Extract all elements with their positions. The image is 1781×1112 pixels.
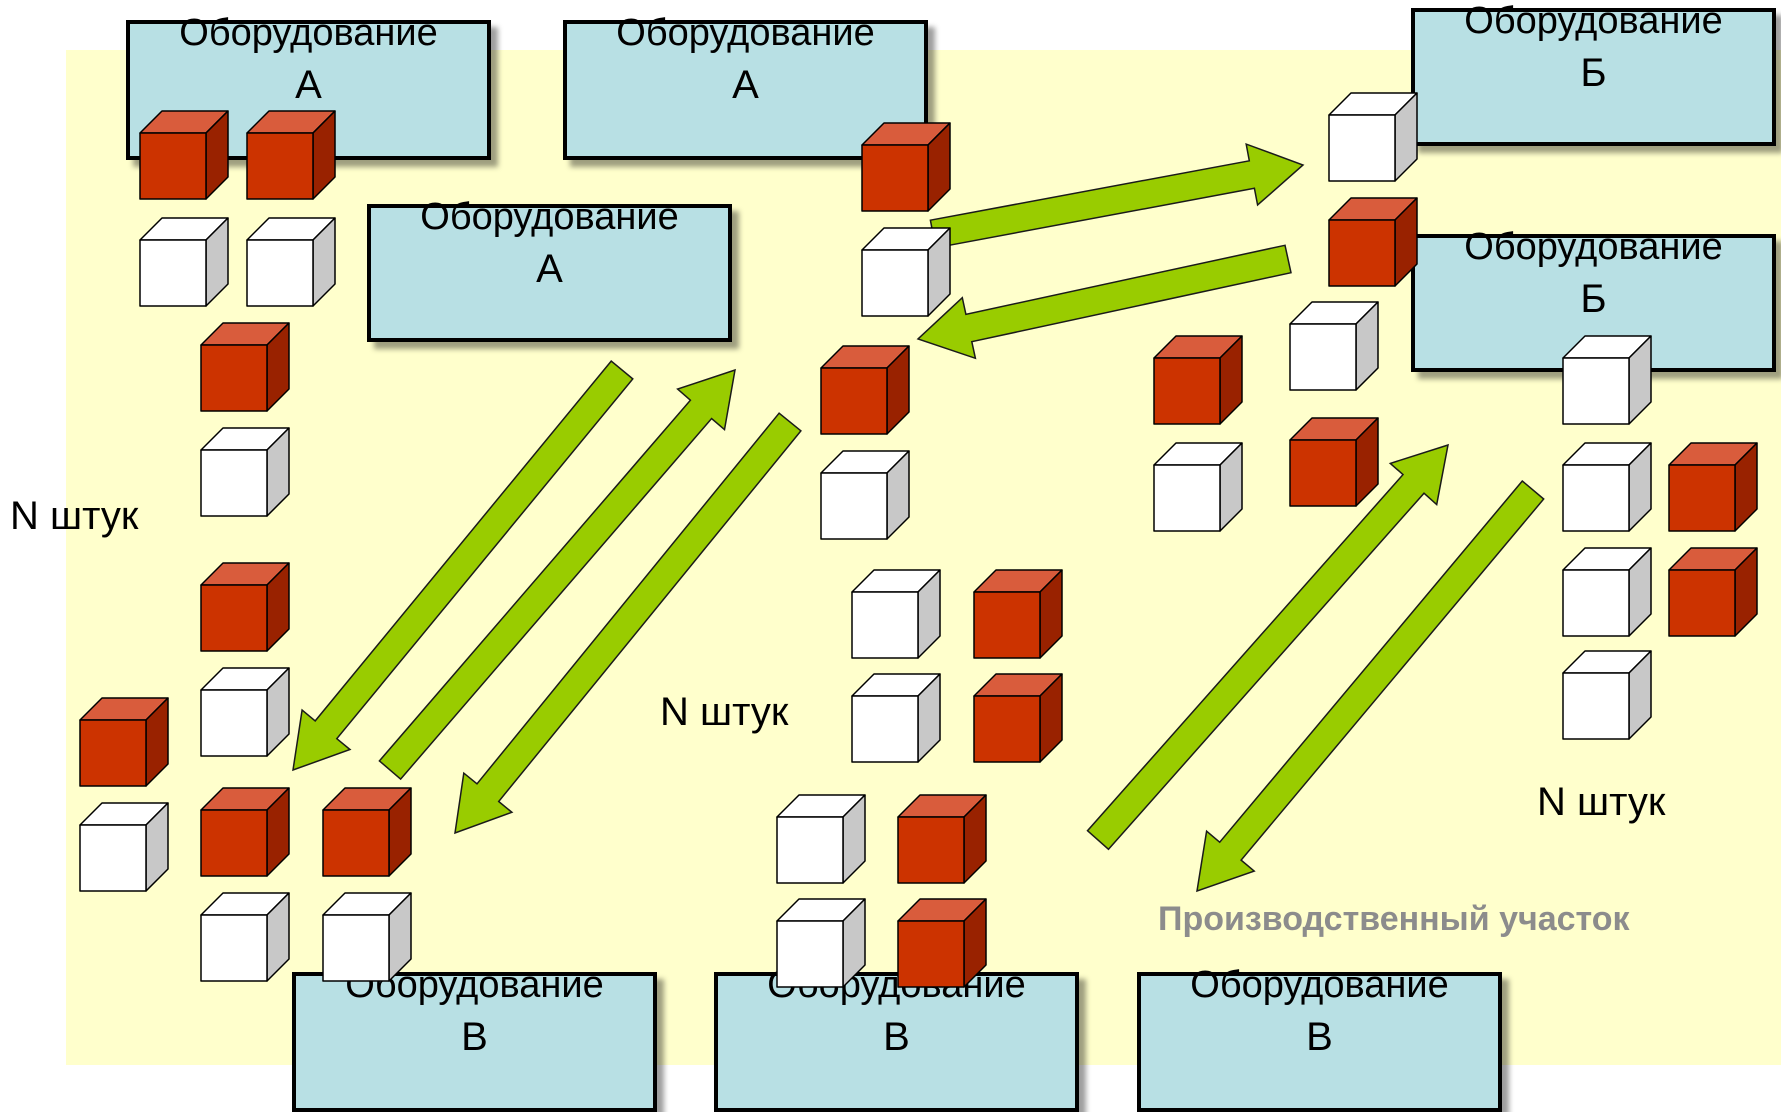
- white-cube-3: [139, 217, 229, 307]
- batch-label-2: N штук: [660, 690, 789, 734]
- white-cube-29: [1289, 301, 1379, 391]
- white-cube-28: [1328, 92, 1418, 182]
- red-cube-7: [200, 562, 290, 652]
- white-cube-4: [246, 217, 336, 307]
- equipment-letter: В: [461, 1015, 488, 1059]
- equipment-letter: Б: [1580, 277, 1607, 321]
- white-cube-14: [322, 892, 412, 982]
- equipment-name: Оборудование: [1190, 964, 1449, 1006]
- red-cube-30: [1289, 417, 1379, 507]
- equipment-letter: А: [732, 63, 759, 107]
- equipment-letter: А: [536, 247, 563, 291]
- batch-label-3: N штук: [1537, 780, 1666, 824]
- equipment-letter: В: [1306, 1015, 1333, 1059]
- white-cube-23: [776, 794, 866, 884]
- equipment-b-2: Оборудование Б: [1411, 226, 1776, 372]
- production-area-label: Производственный участок: [1158, 900, 1630, 938]
- equipment-a-3: Оборудование А: [367, 196, 732, 342]
- white-cube-19: [851, 569, 941, 659]
- equipment-v-1: Оборудование В: [292, 964, 657, 1112]
- red-cube-11: [200, 787, 290, 877]
- equipment-a-2: Оборудование А: [563, 12, 928, 160]
- red-cube-37: [1668, 547, 1758, 637]
- red-cube-24: [897, 794, 987, 884]
- white-cube-25: [776, 898, 866, 988]
- red-cube-31: [1153, 335, 1243, 425]
- red-cube-12: [322, 787, 412, 877]
- equipment-name: Оборудование: [616, 12, 875, 54]
- red-cube-27: [1328, 197, 1418, 287]
- red-cube-5: [200, 322, 290, 412]
- flow-arrow-1: [929, 142, 1305, 249]
- white-cube-33: [1562, 335, 1652, 425]
- equipment-b-1: Оборудование Б: [1411, 0, 1776, 146]
- white-cube-8: [200, 667, 290, 757]
- red-cube-35: [1668, 442, 1758, 532]
- equipment-letter: Б: [1580, 51, 1607, 95]
- white-cube-13: [200, 892, 290, 982]
- flow-arrow-6: [1086, 443, 1449, 851]
- red-cube-1: [139, 110, 229, 200]
- red-cube-2: [246, 110, 336, 200]
- white-cube-21: [851, 673, 941, 763]
- flow-arrow-4: [378, 368, 736, 781]
- batch-label-1: N штук: [10, 494, 139, 538]
- white-cube-10: [79, 802, 169, 892]
- white-cube-36: [1562, 547, 1652, 637]
- equipment-name: Оборудование: [1464, 226, 1723, 268]
- equipment-v-3: Оборудование В: [1137, 964, 1502, 1112]
- equipment-name: Оборудование: [420, 196, 679, 238]
- equipment-name: Оборудование: [179, 12, 438, 54]
- red-cube-20: [973, 569, 1063, 659]
- equipment-name: Оборудование: [1464, 0, 1723, 42]
- equipment-v-2: Оборудование В: [714, 964, 1079, 1112]
- white-cube-34: [1562, 442, 1652, 532]
- white-cube-38: [1562, 650, 1652, 740]
- red-cube-26: [897, 898, 987, 988]
- white-cube-18: [820, 450, 910, 540]
- equipment-letter: В: [883, 1015, 910, 1059]
- flow-arrow-7: [1196, 479, 1545, 893]
- red-cube-9: [79, 697, 169, 787]
- red-cube-22: [973, 673, 1063, 763]
- equipment-letter: А: [295, 63, 322, 107]
- flow-arrow-2: [916, 244, 1292, 360]
- white-cube-16: [861, 227, 951, 317]
- red-cube-17: [820, 345, 910, 435]
- white-cube-32: [1153, 442, 1243, 532]
- white-cube-6: [200, 427, 290, 517]
- red-cube-15: [861, 122, 951, 212]
- flow-arrow-5: [454, 412, 802, 835]
- flow-arrow-3: [292, 360, 634, 772]
